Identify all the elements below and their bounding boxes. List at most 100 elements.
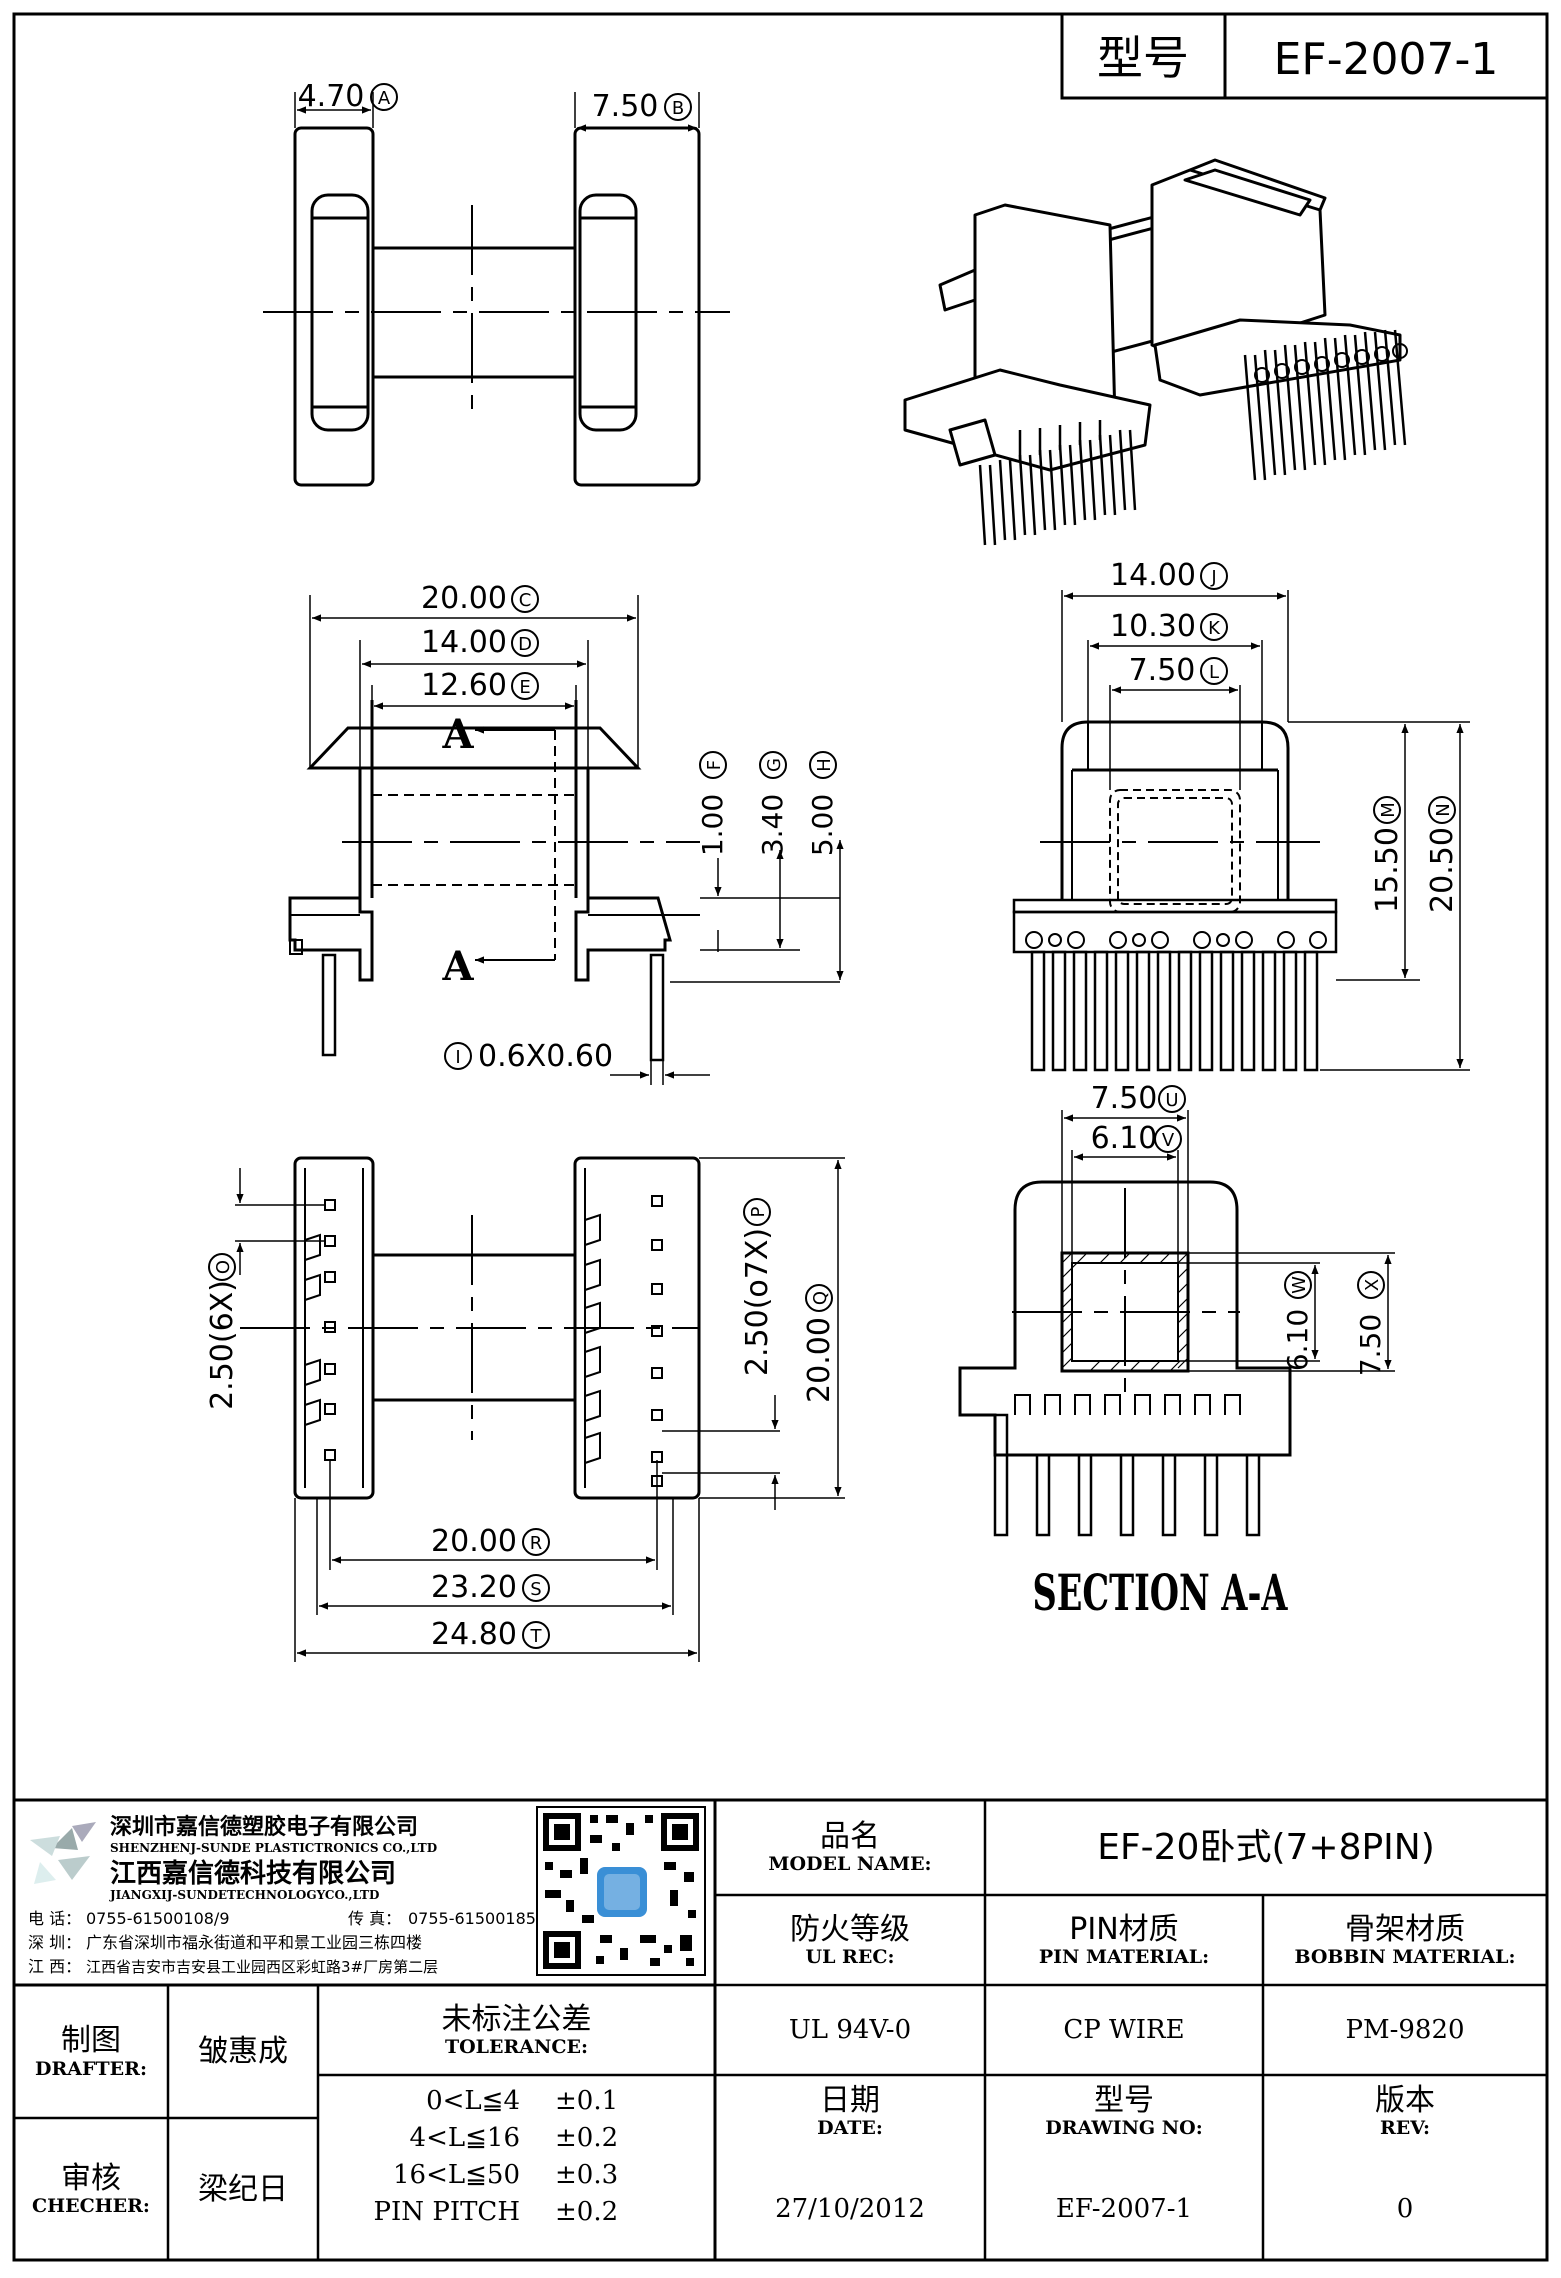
drafter-value-cell: 皱惠成 xyxy=(168,1987,318,2118)
dim-s: 23.20 S xyxy=(431,1570,550,1605)
company-tel-label: 电 话： xyxy=(28,1909,81,1928)
company-jx-addr: 江西省吉安市吉安县工业园西区彩虹路3#厂房第二层 xyxy=(86,1958,438,1976)
svg-text:6.10: 6.10 xyxy=(1281,1309,1314,1371)
dim-x: 7.50 X xyxy=(1354,1271,1387,1376)
dim-d: 14.00 D xyxy=(421,625,539,660)
tolerance-value: ±0.1 xyxy=(555,2086,619,2116)
pin-label-cn: PIN材质 xyxy=(1069,1911,1179,1947)
dim-c: 20.00 C xyxy=(421,581,539,616)
svg-text:B: B xyxy=(672,98,684,119)
company-name-cn-2: 江西嘉信德科技有限公司 xyxy=(110,1859,396,1889)
drafter-label-cn: 制图 xyxy=(61,2023,121,2059)
svg-text:23.20: 23.20 xyxy=(431,1570,517,1605)
rev-value: 0 xyxy=(1396,2194,1414,2225)
rev-label-en: REV: xyxy=(1379,2117,1431,2140)
checker-label-en: CHECHER: xyxy=(32,2195,150,2218)
header-model-value: EF-2007-1 xyxy=(1274,34,1499,85)
dim-h: 5.00 H xyxy=(806,751,839,856)
company-logo xyxy=(30,1822,96,1884)
checker-label-cn: 审核 xyxy=(61,2160,121,2196)
svg-text:V: V xyxy=(1162,1130,1175,1151)
company-fax-label: 传 真： xyxy=(348,1909,401,1928)
side-view xyxy=(1012,590,1470,1072)
company-name-cn-1: 深圳市嘉信德塑胶电子有限公司 xyxy=(110,1814,418,1840)
ul-label-cell: 防火等级 UL REC: xyxy=(715,1897,985,1985)
header-model-label: 型号 xyxy=(1097,31,1189,85)
svg-text:I: I xyxy=(455,1047,460,1068)
drafter-label-en: DRAFTER: xyxy=(35,2057,147,2080)
pin-label-cell: PIN材质 PIN MATERIAL: xyxy=(985,1897,1263,1985)
top-view xyxy=(263,92,730,487)
tolerance-range: 4<L≦16 xyxy=(409,2123,520,2153)
svg-text:M: M xyxy=(1378,802,1399,818)
svg-text:Q: Q xyxy=(810,1291,831,1305)
isometric-view xyxy=(903,158,1408,546)
dim-q: 20.00 Q xyxy=(802,1284,837,1403)
dim-l: 7.50 L xyxy=(1129,653,1228,688)
svg-text:P: P xyxy=(748,1206,769,1217)
company-sz-addr: 广东省深圳市福永街道和平和景工业园三栋四楼 xyxy=(86,1933,422,1952)
svg-text:20.50: 20.50 xyxy=(1425,827,1460,913)
tolerance-value: ±0.2 xyxy=(555,2123,619,2153)
section-markers: A A xyxy=(441,711,555,990)
drawing-label-cell: 型号 DRAWING NO: xyxy=(985,2077,1263,2147)
qr-code-icon xyxy=(536,1806,706,1976)
svg-text:7.50: 7.50 xyxy=(1129,653,1196,688)
svg-text:W: W xyxy=(1289,1276,1310,1294)
tolerance-range: 16<L≦50 xyxy=(392,2160,520,2190)
rev-label-cn: 版本 xyxy=(1375,2082,1435,2118)
ul-label-en: UL REC: xyxy=(805,1946,895,1969)
dim-e: 12.60 E xyxy=(421,668,539,703)
checker-label-cell: 审核 CHECHER: xyxy=(14,2120,168,2260)
ul-label-cn: 防火等级 xyxy=(790,1911,910,1947)
bobbin-label-cn: 骨架材质 xyxy=(1345,1911,1465,1947)
tolerance-value: ±0.3 xyxy=(555,2160,619,2190)
model-name-value: EF-20卧式(7+8PIN) xyxy=(1097,1827,1435,1869)
pin-label-en: PIN MATERIAL: xyxy=(1038,1946,1210,1969)
svg-text:24.80: 24.80 xyxy=(431,1617,517,1652)
drafter-label-cell: 制图 DRAFTER: xyxy=(14,1987,168,2118)
svg-text:20.00: 20.00 xyxy=(431,1524,517,1559)
company-tel: 0755-61500108/9 xyxy=(86,1909,230,1928)
dim-v: 6.10 V xyxy=(1091,1121,1182,1156)
dim-w: 6.10 W xyxy=(1281,1271,1314,1371)
header-box: 型号 EF-2007-1 xyxy=(1060,12,1549,100)
model-name-label-en: MODEL NAME: xyxy=(768,1853,932,1876)
dim-m: 15.50 M xyxy=(1370,796,1405,913)
bobbin-value-cell: PM-9820 xyxy=(1263,1987,1547,2075)
svg-text:0.6X0.60: 0.6X0.60 xyxy=(478,1039,613,1074)
svg-text:E: E xyxy=(519,677,530,698)
svg-text:14.00: 14.00 xyxy=(1110,558,1196,593)
section-view xyxy=(958,1110,1395,1537)
svg-text:X: X xyxy=(1362,1279,1383,1291)
svg-text:1.00: 1.00 xyxy=(696,794,729,856)
ul-value-cell: UL 94V-0 xyxy=(715,1987,985,2075)
tolerance-label-cell: 未标注公差 TOLERANCE: xyxy=(318,1987,715,2075)
svg-text:15.50: 15.50 xyxy=(1370,827,1405,913)
dim-j: 14.00 J xyxy=(1110,558,1228,593)
svg-text:2.50(6X): 2.50(6X) xyxy=(205,1280,240,1410)
section-title: SECTION A-A xyxy=(1033,1563,1289,1622)
checker-value: 梁纪日 xyxy=(198,2171,288,2207)
date-label-cn: 日期 xyxy=(820,2082,880,2118)
svg-text:T: T xyxy=(530,1626,543,1647)
svg-text:S: S xyxy=(530,1579,541,1600)
front-view xyxy=(288,595,844,1085)
company-fax: 0755-61500185 xyxy=(408,1909,536,1928)
model-name-label-cn: 品名 xyxy=(820,1818,880,1854)
svg-text:7.50: 7.50 xyxy=(1354,1314,1387,1376)
svg-text:R: R xyxy=(530,1533,543,1554)
checker-value-cell: 梁纪日 xyxy=(168,2120,318,2260)
dim-i: I 0.6X0.60 xyxy=(444,1039,613,1074)
drawing-value-cell: EF-2007-1 xyxy=(985,2170,1263,2250)
tolerance-value: ±0.2 xyxy=(555,2197,619,2227)
company-name-en-1: SHENZHENJ-SUNDE PLASTICTRONICS CO.,LTD xyxy=(110,1841,437,1855)
date-value: 27/10/2012 xyxy=(775,2194,925,2225)
date-value-cell: 27/10/2012 xyxy=(715,2170,985,2250)
svg-text:4.70: 4.70 xyxy=(298,79,365,114)
company-jx-label: 江 西： xyxy=(28,1957,81,1976)
dim-a: 4.70 A xyxy=(298,79,398,114)
pin-value-cell: CP WIRE xyxy=(985,1987,1263,2075)
drafter-value: 皱惠成 xyxy=(198,2034,288,2070)
